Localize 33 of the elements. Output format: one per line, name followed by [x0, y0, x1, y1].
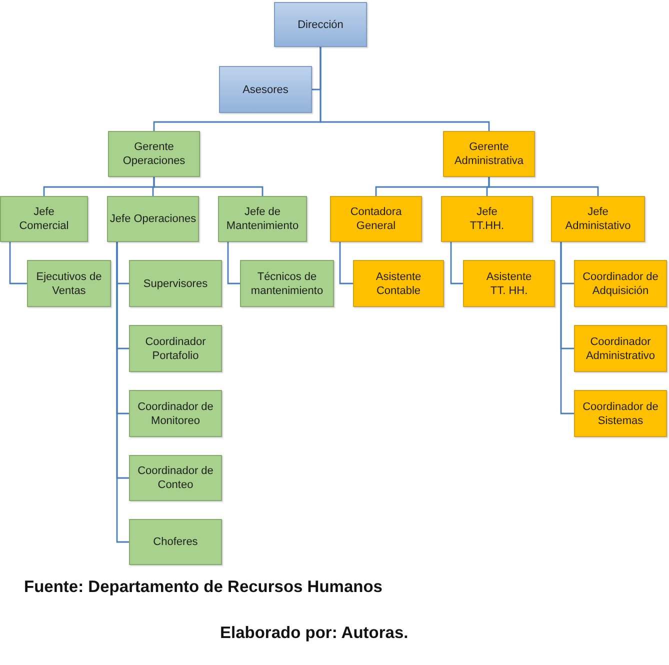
connector-line: [227, 242, 240, 284]
position-box: Gerente Administrativa: [443, 131, 535, 177]
position-box: Coordinador de Conteo: [129, 455, 222, 501]
position-box: Coordinador de Adquisición: [574, 260, 667, 307]
connector-line: [339, 242, 353, 284]
position-box: Contadora General: [330, 196, 422, 242]
position-box: Técnicos de mantenimiento: [240, 260, 334, 307]
position-box: Asistente TT. HH.: [463, 260, 555, 307]
position-box: Gerente Operaciones: [108, 131, 200, 177]
position-box: Jefe Comercial: [0, 196, 88, 242]
connector-line: [9, 242, 27, 284]
position-box: Jefe TT.HH.: [441, 196, 533, 242]
connector-line: [153, 177, 264, 196]
position-box: Ejecutivos de Ventas: [27, 260, 111, 307]
source-caption: Fuente: Departamento de Recursos Humanos: [24, 577, 382, 597]
connector-line: [450, 242, 463, 284]
position-box: Asesores: [219, 66, 312, 113]
position-box: Dirección: [274, 2, 367, 47]
position-box: Asistente Contable: [353, 260, 444, 307]
position-box: Coordinador Administrativo: [574, 325, 667, 372]
position-box: Supervisores: [129, 260, 222, 307]
position-box: Jefe de Mantenimiento: [218, 196, 307, 242]
connector-line: [488, 177, 599, 196]
credit-note: Elaborado por: Autoras.: [220, 623, 408, 643]
connector-line: [320, 47, 490, 131]
position-box: Coordinador Portafolio: [129, 325, 222, 372]
position-box: Coordinador de Monitoreo: [129, 390, 222, 437]
position-box: Jefe Administativo: [551, 196, 645, 242]
position-box: Coordinador de Sistemas: [574, 390, 667, 437]
position-box: Choferes: [129, 519, 222, 565]
connector-line: [560, 242, 574, 414]
position-box: Jefe Operaciones: [107, 196, 199, 242]
connector-line: [116, 242, 129, 543]
